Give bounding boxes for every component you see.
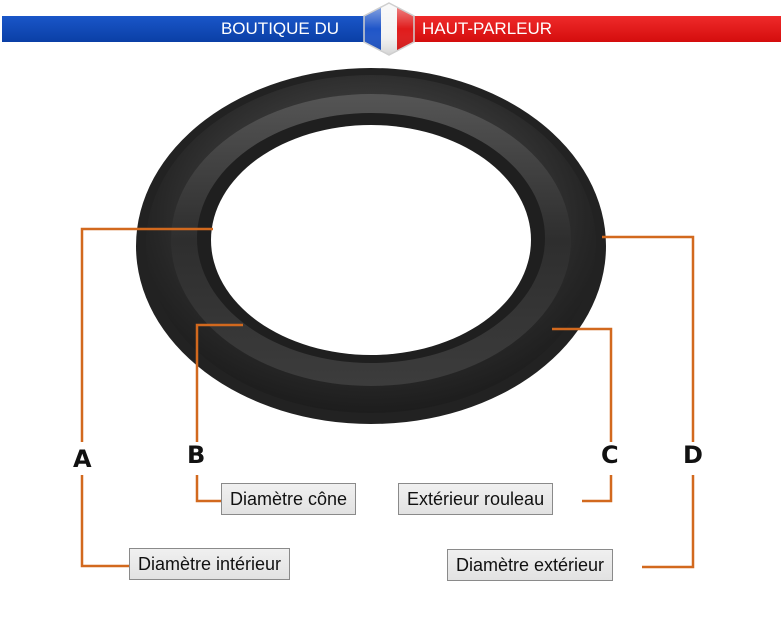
banner-left-text: BOUTIQUE DU xyxy=(220,19,340,38)
label-inner-diameter: Diamètre intérieur xyxy=(129,548,291,580)
callout-letter-c: C xyxy=(601,441,619,469)
banner: BOUTIQUE DU HAUT-PARLEUR xyxy=(0,0,783,58)
leader-line-c-bottom xyxy=(582,475,613,503)
french-flag-hexagon-icon xyxy=(363,2,415,56)
leader-line-b-bottom xyxy=(195,475,222,503)
leader-line-a-bottom xyxy=(80,475,130,568)
leader-line-d xyxy=(602,235,695,442)
leader-line-d-bottom xyxy=(642,475,695,569)
label-roll-outer: Extérieur rouleau xyxy=(398,483,554,515)
surround-center-hole xyxy=(211,125,531,355)
banner-right-text: HAUT-PARLEUR xyxy=(422,19,553,38)
callout-letter-d: D xyxy=(683,441,703,469)
speaker-surround-image xyxy=(136,68,606,424)
banner-blue-band xyxy=(2,16,390,42)
callout-letter-a: A xyxy=(73,445,92,473)
label-cone-diameter: Diamètre cône xyxy=(221,483,357,515)
leader-lines xyxy=(80,227,695,569)
leader-line-c xyxy=(552,327,613,442)
label-outer-diameter: Diamètre extérieur xyxy=(447,549,614,581)
callout-letter-b: B xyxy=(187,441,206,469)
leader-line-a xyxy=(80,227,213,442)
leader-line-b xyxy=(195,323,243,442)
banner-red-band xyxy=(392,16,781,42)
